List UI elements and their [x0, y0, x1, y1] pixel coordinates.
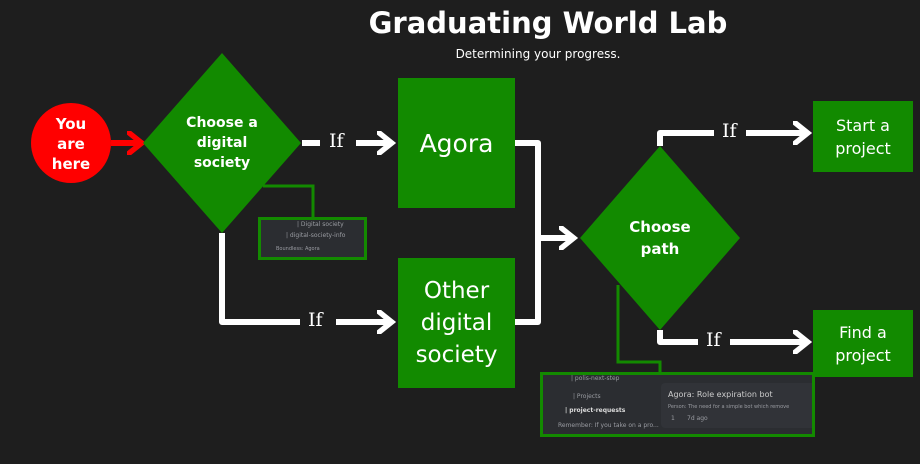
arrow-to-find	[657, 330, 806, 342]
page-subtitle: Determining your progress.	[455, 47, 621, 61]
post-age: 7d ago	[687, 415, 708, 422]
arrow-to-start	[657, 133, 806, 146]
inset-category: | Projects	[573, 393, 601, 400]
edge-label-if-agora: If	[329, 130, 344, 152]
decision-choose-society	[143, 53, 301, 233]
page-title: Graduating World Lab	[368, 6, 728, 40]
inset-projects-screenshot: | polis-next-step | Projects | project-r…	[540, 372, 815, 437]
node-agora: Agora	[398, 78, 515, 208]
merge-other	[515, 238, 572, 325]
merge-agora	[515, 140, 541, 238]
choose-path-label: Choose path	[629, 218, 691, 258]
inset-thread: Remember: If you take on a pro...	[558, 422, 659, 429]
node-find-project: Find a project	[813, 310, 913, 377]
connector-inset-projects	[616, 285, 662, 373]
node-start-project: Start a project	[813, 101, 913, 172]
post-replies: 1	[671, 415, 675, 422]
inset-channel: | polis-next-step	[571, 375, 620, 382]
inset-channel: | digital-society-info	[286, 232, 346, 239]
edge-label-if-start: If	[722, 120, 737, 142]
post-body: Person: The need for a simple bot which …	[668, 404, 790, 410]
post-title: Agora: Role expiration bot	[668, 390, 773, 399]
connector-inset-society	[263, 184, 315, 218]
edge-label-if-other: If	[308, 309, 323, 331]
marker-label: You are here	[51, 115, 91, 173]
post-card[interactable]: Agora: Role expiration bot Person: The n…	[661, 383, 812, 428]
inset-category: | Digital society	[297, 221, 344, 228]
arrow-to-other	[219, 233, 390, 322]
choose-society-label: Choose a digital society	[186, 115, 258, 171]
inset-society-screenshot: | Digital society | digital-society-info…	[258, 217, 367, 260]
you-are-here-marker	[31, 103, 111, 183]
decision-choose-path	[580, 146, 740, 330]
inset-forum: | project-requests	[565, 407, 626, 414]
inset-thread: Boundless: Agora	[276, 246, 320, 252]
edge-label-if-find: If	[706, 329, 721, 351]
node-other-society: Other digital society	[398, 258, 515, 388]
